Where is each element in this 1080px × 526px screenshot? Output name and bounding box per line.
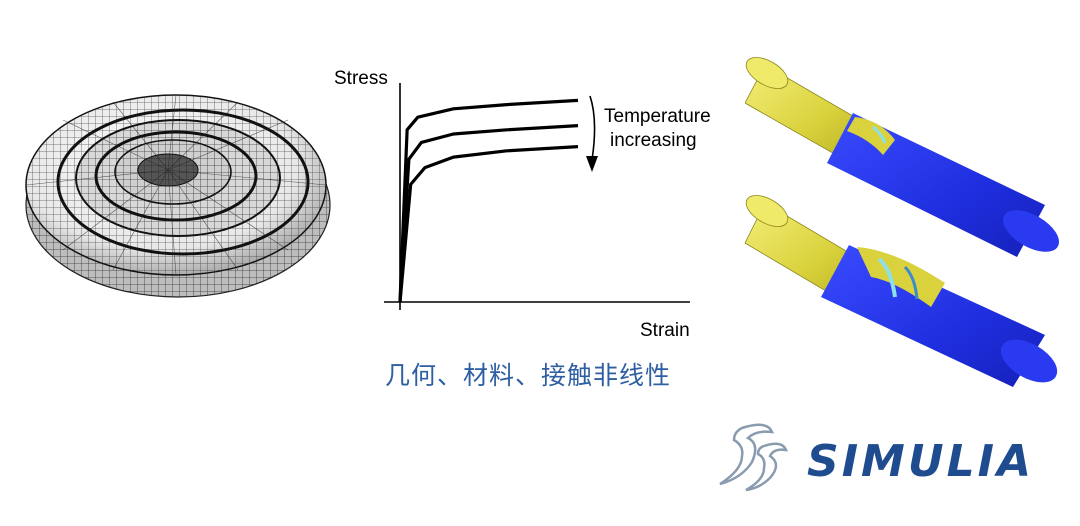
stress-strain-curve-3 [398, 145, 579, 303]
simulia-logo: SIMULIA [712, 418, 1062, 502]
ds-logo-icon [719, 423, 788, 492]
shaft-drawings [744, 57, 1060, 387]
simulia-wordmark: SIMULIA [807, 436, 1035, 487]
temperature-arrow [589, 95, 596, 161]
y-axis-label: Stress [334, 68, 388, 89]
series-group [398, 98, 579, 303]
lower-shaft [744, 195, 1058, 387]
upper-shaft [744, 57, 1060, 257]
annotation-line1: Temperature [604, 106, 711, 127]
stress-strain-curve-1 [398, 98, 579, 303]
mesh-disk-drawing [25, 94, 331, 298]
contact-shaft-images [744, 35, 1070, 395]
temperature-arrowhead [586, 156, 598, 172]
mesh-deformed-disk-image [18, 60, 340, 310]
annotation-line2: increasing [610, 130, 697, 151]
stress-strain-curve-2 [398, 124, 579, 303]
chart-svg: Stress Strain Temperature increasing [334, 68, 711, 341]
stress-strain-chart: Stress Strain Temperature increasing [322, 48, 742, 348]
nonlinearity-caption: 几何、材料、接触非线性 [385, 361, 672, 390]
x-axis-label: Strain [640, 320, 690, 341]
